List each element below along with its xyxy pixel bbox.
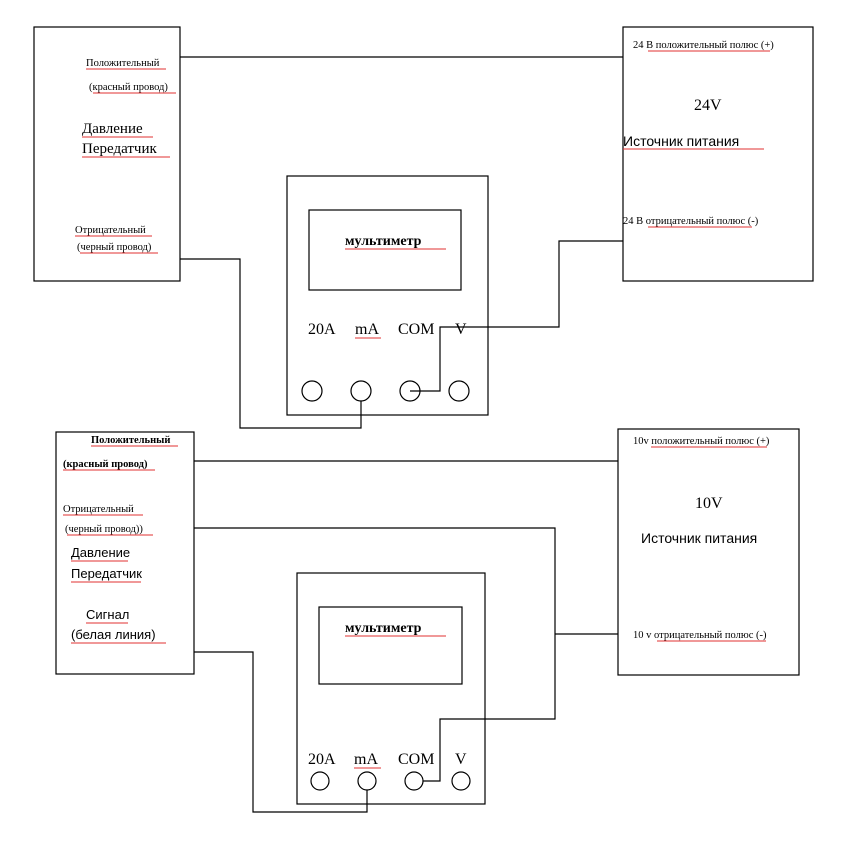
multimeter-10v-port-ma-label: mA — [354, 751, 378, 768]
diagram-10v: Положительный (красный провод) Отрицател… — [55, 428, 800, 813]
multimeter-10v-display — [318, 606, 463, 685]
multimeter-24v-port-20a-label: 20A — [308, 321, 336, 338]
multimeter-10v-port-20a-label: 20A — [308, 751, 336, 768]
wire-24v-com-to-supply-negative — [410, 240, 623, 392]
transmitter-24v-negative-wire: (черный провод) — [77, 242, 152, 253]
multimeter-24v-port-com-label: COM — [398, 321, 434, 338]
transmitter-24v-positive-label: Положительный — [86, 58, 160, 69]
wire-10v-signal-to-ma — [194, 651, 368, 813]
power-supply-24v-positive-terminal: 24 В положительный полюс (+) — [633, 40, 774, 51]
multimeter-24v-jack-20a — [301, 380, 323, 402]
multimeter-24v-display-label: мультиметр — [345, 234, 422, 249]
power-supply-10v-box — [617, 428, 800, 676]
diagram-24v: Положительный (красный провод) Давление … — [33, 26, 814, 429]
transmitter-10v-positive-label: Положительный — [91, 435, 170, 446]
transmitter-10v-signal-wire: (белая линия) — [71, 627, 156, 642]
power-supply-10v-negative-terminal: 10 v отрицательный полюс (-) — [633, 630, 767, 641]
transmitter-24v-negative-label: Отрицательный — [75, 225, 146, 236]
multimeter-10v-jack-ma — [357, 771, 377, 791]
multimeter-24v-port-v-label: V — [455, 321, 467, 338]
transmitter-24v-positive-wire: (красный провод) — [89, 82, 168, 93]
transmitter-10v-negative-wire: (черный провод)) — [65, 524, 143, 535]
power-supply-24v-title: Источник питания — [623, 133, 739, 149]
transmitter-10v-negative-label: Отрицательный — [63, 504, 134, 515]
wire-24v-transmitter-to-ma — [180, 258, 362, 429]
multimeter-10v-port-v-label: V — [455, 751, 467, 768]
power-supply-24v-box — [622, 26, 814, 282]
multimeter-24v-jack-v — [448, 380, 470, 402]
power-supply-10v-positive-terminal: 10v положительный полюс (+) — [633, 436, 770, 447]
multimeter-24v-port-ma-label: mA — [355, 321, 379, 338]
multimeter-10v-jack-com — [404, 771, 424, 791]
multimeter-10v-jack-v — [451, 771, 471, 791]
wire-10v-negative-to-com — [194, 527, 556, 782]
multimeter-24v-display — [308, 209, 462, 291]
transmitter-10v-positive-wire: (красный провод) — [63, 459, 148, 470]
multimeter-24v-jack-ma — [350, 380, 372, 402]
multimeter-10v-display-label: мультиметр — [345, 621, 422, 636]
transmitter-24v-title-line1: Давление — [82, 121, 143, 137]
transmitter-10v-title-line2: Передатчик — [71, 566, 142, 581]
power-supply-24v-voltage: 24V — [694, 97, 722, 114]
transmitter-10v-box — [55, 431, 195, 675]
transmitter-10v-signal-label: Сигнал — [86, 607, 129, 622]
multimeter-10v-port-com-label: COM — [398, 751, 434, 768]
power-supply-24v-negative-terminal: 24 В отрицательный полюс (-) — [623, 216, 759, 227]
multimeter-10v-jack-20a — [310, 771, 330, 791]
power-supply-10v-voltage: 10V — [695, 495, 723, 512]
transmitter-10v-title-line1: Давление — [71, 545, 130, 560]
power-supply-10v-title: Источник питания — [641, 530, 757, 546]
transmitter-24v-title-line2: Передатчик — [82, 141, 157, 157]
